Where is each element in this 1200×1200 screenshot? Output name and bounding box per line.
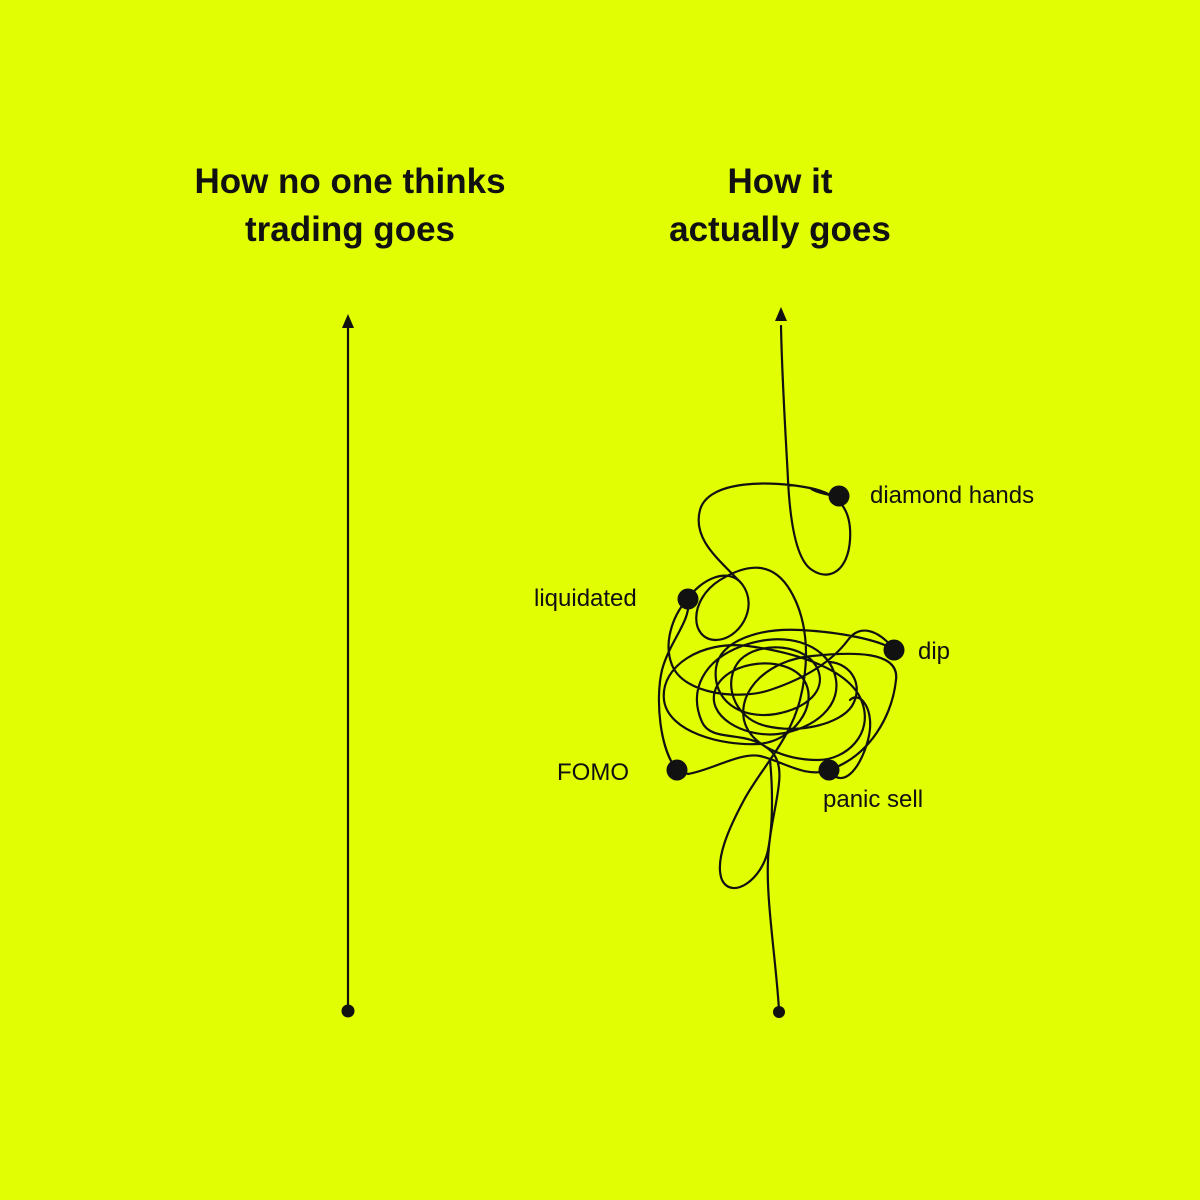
right-panel-title: How it actually goes <box>580 158 980 254</box>
right-title-line2: actually goes <box>669 210 891 249</box>
fomo-label: FOMO <box>557 759 629 786</box>
straight-path-arrowhead-icon <box>342 314 354 328</box>
left-title-line2: trading goes <box>244 210 456 249</box>
straight-path-start-dot <box>341 1004 355 1018</box>
tangled-path-start-dot <box>773 1006 785 1018</box>
right-title-line1: How it <box>727 162 833 201</box>
fomo-dot <box>666 759 688 781</box>
diamond-hands-dot <box>828 485 850 507</box>
liquidated-dot <box>677 588 699 610</box>
dip-label: dip <box>918 638 951 665</box>
dip-dot <box>883 639 905 661</box>
left-title-line1: How no one thinks <box>194 162 506 201</box>
panic-sell-label: panic sell <box>823 786 924 813</box>
tangled-path-arrowhead-icon <box>775 307 787 321</box>
tangled-path <box>657 324 898 1012</box>
panic-sell-dot <box>818 759 840 781</box>
liquidated-label: liquidated <box>534 585 637 612</box>
diamond-hands-label: diamond hands <box>870 482 1035 509</box>
left-panel-title: How no one thinks trading goes <box>150 158 550 254</box>
